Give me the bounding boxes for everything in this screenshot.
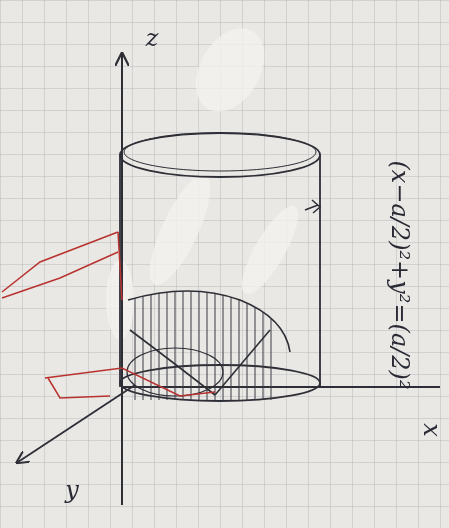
- axis-label: y: [65, 478, 79, 502]
- equation-label: (x−a/2)²+y²=(a/2)²: [388, 160, 412, 389]
- cylinder: [120, 133, 320, 401]
- y-axis: [18, 385, 135, 462]
- solid-outline: [127, 291, 290, 396]
- axis-label: x: [420, 423, 444, 437]
- red-sketch: [2, 232, 215, 398]
- axis-label: z: [146, 26, 159, 50]
- hatching: [135, 280, 271, 400]
